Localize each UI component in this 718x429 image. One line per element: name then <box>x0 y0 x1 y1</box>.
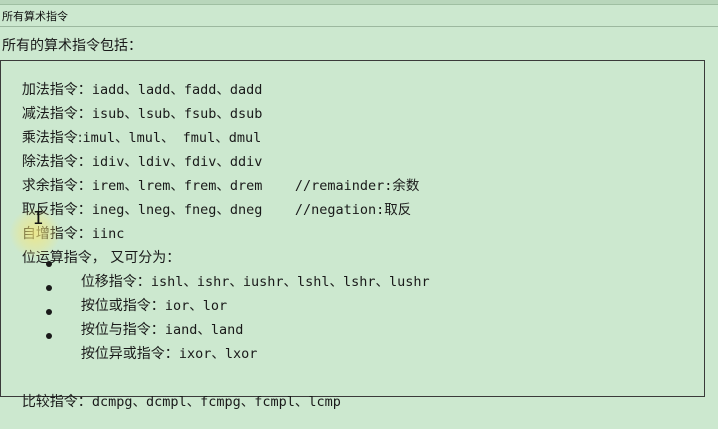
row-mul: 乘法指令:imul、lmul、 fmul、dmul <box>4 111 261 165</box>
row-label: 加法指令： <box>21 82 92 98</box>
window-top-edge <box>0 0 718 5</box>
note-title-bar: 所有算术指令 <box>0 4 718 27</box>
row-label: 乘法指令: <box>21 130 83 146</box>
row-label: 比较指令： <box>21 394 92 410</box>
bullet-dot-icon <box>46 333 52 339</box>
row-sub: 减法指令：isub、lsub、fsub、dsub <box>4 87 263 141</box>
row-rem: 求余指令：irem、lrem、frem、drem //remainder:余数 <box>4 159 420 213</box>
bullet-label: 按位与指令： <box>80 322 165 338</box>
text-cursor-icon: I <box>33 208 44 229</box>
bullet-or: 按位或指令：ior、lor <box>63 279 227 333</box>
row-div: 除法指令：idiv、ldiv、fdiv、ddiv <box>4 135 263 189</box>
bullet-xor: 按位异或指令：ixor、lxor <box>63 327 258 381</box>
row-code: idiv、ldiv、fdiv、ddiv <box>91 154 263 170</box>
bullet-code: ishl、ishr、iushr、lshl、lshr、lushr <box>150 274 430 290</box>
bullet-dot-icon <box>46 285 52 291</box>
bullet-code: ixor、lxor <box>178 346 258 362</box>
row-code: irem、lrem、frem、drem //remainder:余数 <box>91 178 420 194</box>
bullet-code: ior、lor <box>164 298 228 314</box>
bullet-label: 按位异或指令： <box>80 346 179 362</box>
row-code: iadd、ladd、fadd、dadd <box>91 82 263 98</box>
row-add: 加法指令：iadd、ladd、fadd、dadd <box>4 63 263 117</box>
row-code: iinc <box>91 226 125 242</box>
row-label: 求余指令： <box>21 178 92 194</box>
row-code: ineg、lneg、fneg、dneg //negation:取反 <box>91 202 412 218</box>
bullet-dot-icon <box>46 309 52 315</box>
row-label: 减法指令： <box>21 106 92 122</box>
bullet-and: 按位与指令：iand、land <box>63 303 244 357</box>
bullet-label: 按位或指令： <box>80 298 165 314</box>
row-compare: 比较指令：dcmpg、dcmpl、fcmpg、fcmpl、lcmp <box>4 375 341 429</box>
row-code: imul、lmul、 fmul、dmul <box>82 130 262 146</box>
row-code: isub、lsub、fsub、dsub <box>91 106 263 122</box>
note-title: 所有算术指令 <box>2 10 68 23</box>
instruction-list-box: 加法指令：iadd、ladd、fadd、dadd 减法指令：isub、lsub、… <box>0 60 705 410</box>
row-code: 又可分为： <box>105 250 181 266</box>
bullet-dot-icon <box>46 261 52 267</box>
bullet-shift: 位移指令：ishl、ishr、iushr、lshl、lshr、lushr <box>63 255 430 309</box>
intro-text: 所有的算术指令包括： <box>2 38 142 54</box>
bullet-code: iand、land <box>164 322 244 338</box>
row-label: 除法指令： <box>21 154 92 170</box>
row-code: dcmpg、dcmpl、fcmpg、fcmpl、lcmp <box>91 394 341 410</box>
bullet-label: 位移指令： <box>80 274 151 290</box>
